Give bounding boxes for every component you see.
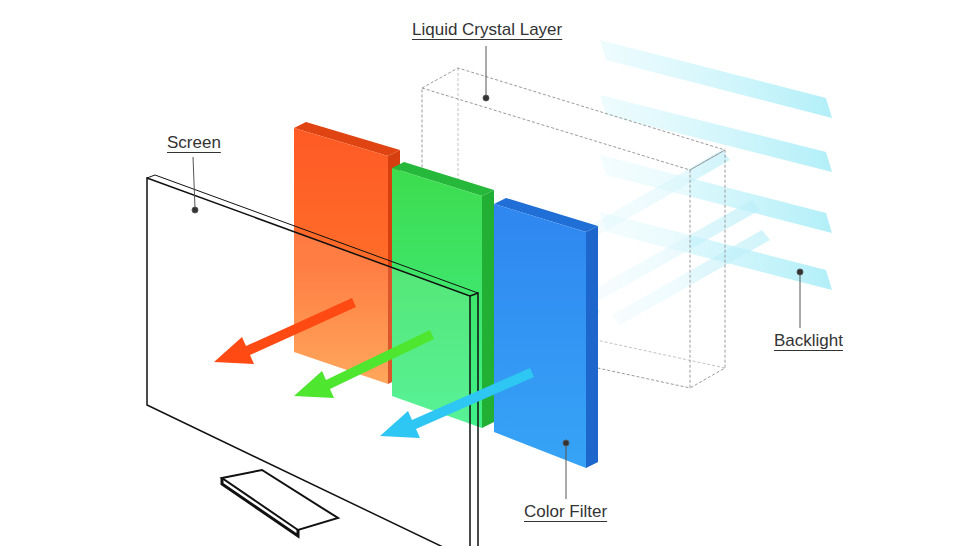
tv-stand [222,470,338,536]
part-label: Backlight [772,331,845,351]
light-arrows [214,298,534,438]
part-label: Color Filter [522,502,609,522]
screen-panel [147,175,478,546]
part-label: Screen [165,133,223,153]
leader-lines [192,46,803,499]
layer-label: Liquid Crystal Layer [410,20,564,40]
blue-filter [494,198,598,468]
